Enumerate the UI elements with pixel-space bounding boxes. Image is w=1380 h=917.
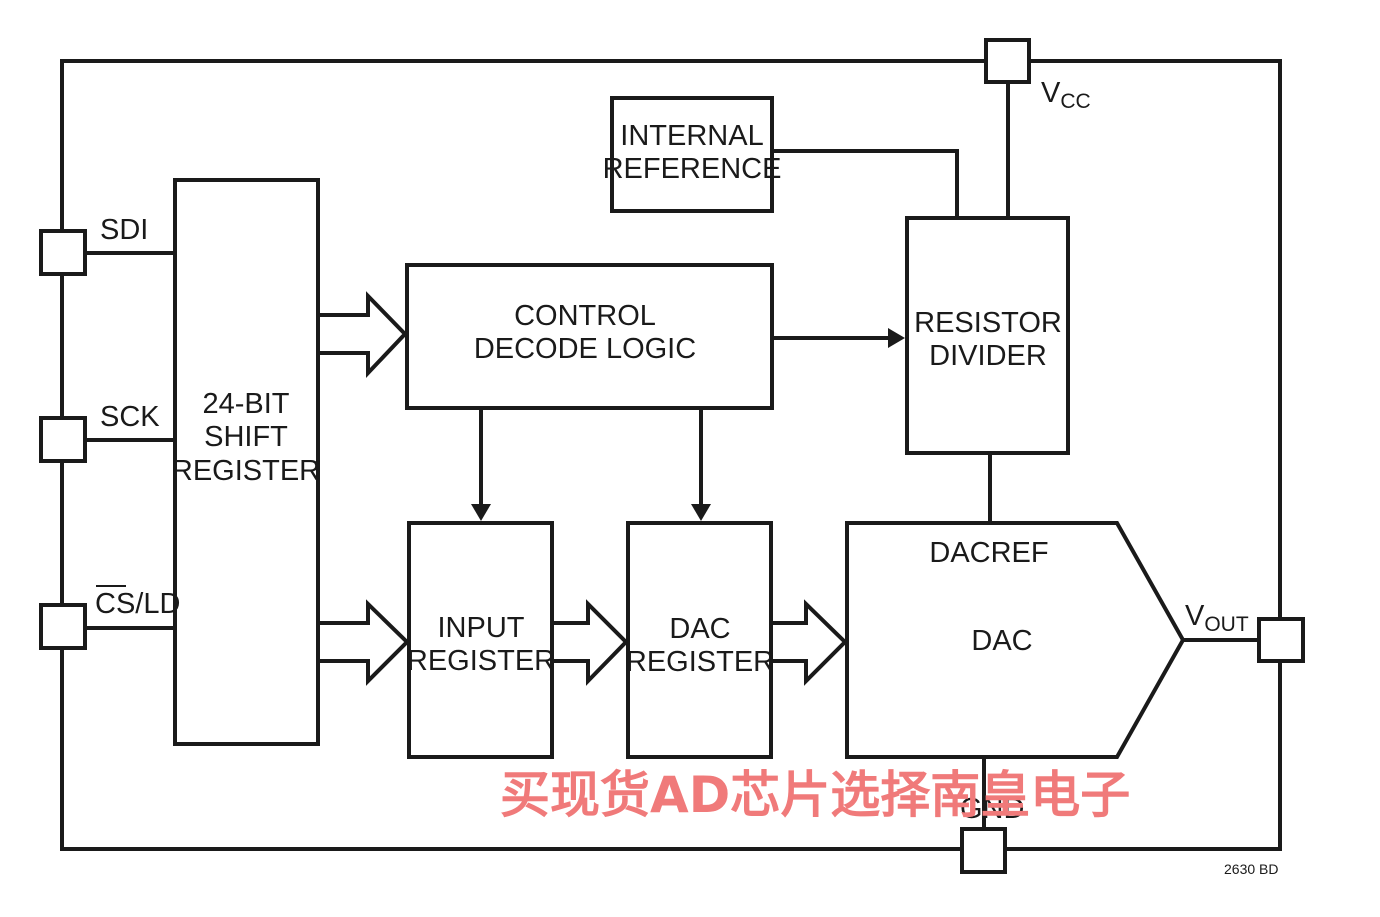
control-to-input-arrowhead — [471, 504, 491, 521]
svg-text:CS/LD: CS/LD — [95, 588, 180, 620]
resistor-divider-label-1: RESISTOR — [914, 307, 1062, 339]
shift-register-block: 24-BIT SHIFT REGISTER — [172, 178, 320, 746]
ld-label: /LD — [135, 588, 180, 620]
gnd-pin — [960, 827, 1007, 874]
watermark-text: 买现货AD芯片选择南皇电子 — [500, 766, 1130, 824]
bus-dac-register-to-dac — [769, 599, 848, 686]
shift-register-label-2: SHIFT — [204, 421, 288, 453]
control-logic-block: CONTROL DECODE LOGIC — [405, 263, 774, 410]
control-logic-label-1: CONTROL — [514, 300, 656, 332]
cs-label: CS — [95, 588, 135, 620]
vcc-pin — [984, 38, 1031, 84]
vout-label: VOUT — [1185, 600, 1249, 636]
dac-register-label-2: REGISTER — [626, 646, 774, 678]
internal-reference-label-1: INTERNAL — [620, 120, 763, 152]
dac-label: DAC — [971, 625, 1032, 657]
dacref-label: DACREF — [929, 537, 1048, 569]
bus-shift-to-control — [316, 291, 408, 379]
sdi-label: SDI — [100, 214, 148, 246]
control-to-divider-arrowhead — [888, 328, 905, 348]
vcc-label: VCC — [1041, 77, 1091, 113]
wires — [86, 82, 1258, 828]
bus-arrows — [316, 291, 848, 686]
sdi-pin — [39, 229, 87, 276]
bus-input-to-dac-register — [550, 599, 629, 686]
resistor-divider-block: RESISTOR DIVIDER — [905, 216, 1070, 455]
input-register-label-1: INPUT — [438, 612, 525, 644]
dac-register-label-1: DAC — [669, 613, 730, 645]
figure-id: 2630 BD — [1224, 861, 1278, 877]
vout-pin — [1257, 617, 1305, 663]
control-logic-label-2: DECODE LOGIC — [474, 333, 696, 365]
resistor-divider-label-2: DIVIDER — [929, 340, 1047, 372]
dac-register-block: DAC REGISTER — [626, 521, 774, 759]
cs-ld-label: CS/LD — [95, 585, 180, 620]
bus-shift-to-input — [316, 599, 410, 686]
reference-wire — [772, 149, 959, 218]
input-register-label-2: REGISTER — [407, 645, 555, 677]
sck-pin — [39, 416, 87, 463]
gnd-label: GND — [960, 793, 1024, 825]
shift-register-label-3: REGISTER — [172, 455, 320, 487]
internal-reference-label-2: REFERENCE — [603, 153, 782, 185]
dac-block: DACREF DAC — [845, 521, 1186, 759]
control-to-dac-register-arrowhead — [691, 504, 711, 521]
internal-reference-block: INTERNAL REFERENCE — [603, 96, 782, 213]
cs-pin — [39, 603, 87, 650]
sck-label: SCK — [100, 401, 160, 433]
input-register-block: INPUT REGISTER — [407, 521, 555, 759]
shift-register-label-1: 24-BIT — [202, 388, 289, 420]
